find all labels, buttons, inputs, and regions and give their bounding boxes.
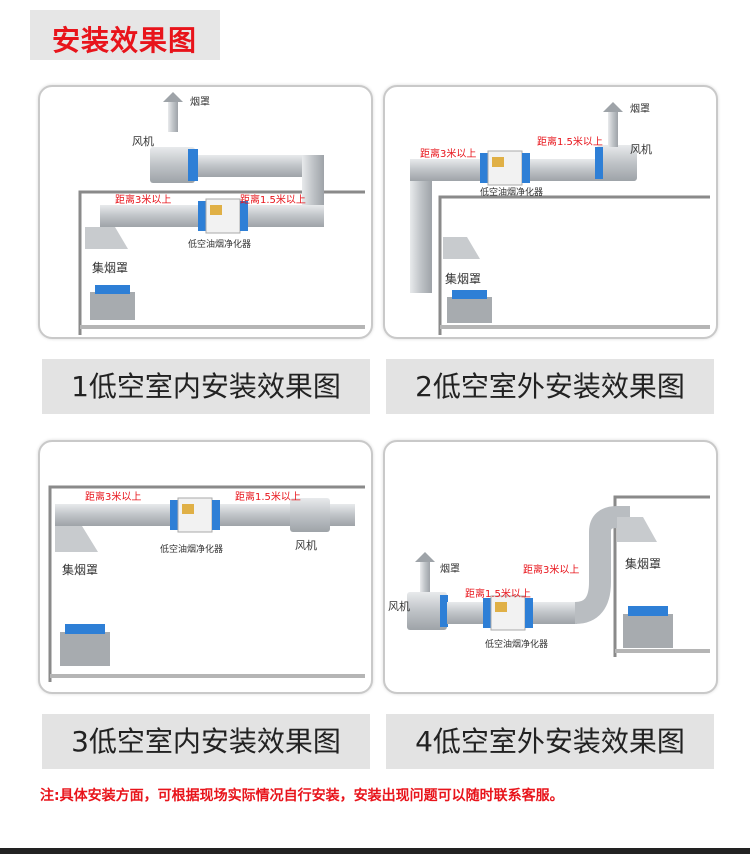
caption-3-text: 3低空室内安装效果图: [71, 725, 341, 758]
purifier-box: [177, 497, 213, 533]
caption-4-text: 4低空室外安装效果图: [415, 725, 685, 758]
duct-rise: [574, 506, 630, 624]
filter-left: [480, 153, 488, 183]
diagram-panel-2: 风机 烟罩 距离3米以上 距离1.5米以上 低空油烟净化器 集烟罩: [383, 85, 718, 339]
label-purifier: 低空油烟净化器: [480, 186, 543, 198]
fan-blue: [440, 595, 448, 627]
diagram-1-svg: 烟罩 风机 距离3米以上 距离1.5米以上 低空油烟净化器 集烟罩: [78, 92, 365, 335]
label-dist-b: 距离1.5米以上: [240, 193, 306, 206]
filter-left: [483, 598, 491, 628]
label-dist-b: 距离1.5米以上: [465, 587, 531, 600]
label-purifier: 低空油烟净化器: [160, 543, 223, 555]
duct-vertical: [410, 163, 432, 293]
label-collector: 集烟罩: [625, 556, 661, 571]
chimney-duct: [420, 562, 430, 592]
fan-body: [150, 147, 195, 183]
diagram-3-svg: 风机 距离3米以上 距离1.5米以上 低空油烟净化器 集烟罩: [48, 485, 365, 682]
wall-line: [438, 195, 710, 335]
filter-left: [170, 500, 178, 530]
stove-top: [452, 290, 487, 299]
label-dist-a: 距离3米以上: [420, 147, 476, 160]
fan-body: [407, 592, 447, 630]
caption-2-text: 2低空室外安装效果图: [415, 370, 685, 403]
purifier-box: [205, 198, 241, 234]
label-collector: 集烟罩: [445, 271, 481, 286]
filter-left: [198, 201, 206, 231]
fan-blue: [595, 147, 603, 179]
floor-line: [80, 325, 365, 329]
label-fan: 风机: [295, 538, 317, 552]
caption-1-text: 1低空室内安装效果图: [71, 370, 341, 403]
duct-top-left: [410, 159, 490, 181]
purifier-box: [490, 595, 526, 631]
purifier-panel: [495, 602, 507, 612]
label-hood-top: 烟罩: [630, 102, 650, 115]
stove-base: [447, 297, 492, 323]
page-title: 安装效果图: [52, 24, 198, 57]
label-collector: 集烟罩: [62, 562, 98, 577]
floor-line: [615, 649, 710, 653]
stove-base: [60, 632, 110, 666]
fan-body: [597, 145, 637, 181]
collector-hood: [85, 227, 128, 249]
footer-note: 注:具体安装方面，可根据现场实际情况自行安装，安装出现问题可以随时联系客服。: [40, 788, 564, 804]
purifier-panel: [492, 157, 504, 167]
diagram-2-svg: 风机 烟罩 距离3米以上 距离1.5米以上 低空油烟净化器 集烟罩: [410, 102, 710, 335]
label-fan: 风机: [630, 142, 652, 156]
filter-right: [240, 201, 248, 231]
header-title-box: 安装效果图: [30, 10, 220, 60]
caption-2: 2低空室外安装效果图: [386, 359, 714, 414]
stove-base: [90, 292, 135, 320]
floor-line: [50, 674, 365, 678]
label-dist-b: 距离1.5米以上: [537, 135, 603, 148]
chimney-cap: [163, 92, 183, 102]
label-dist-b: 距离1.5米以上: [235, 490, 301, 503]
label-dist-a: 距离3米以上: [523, 563, 579, 576]
caption-3: 3低空室内安装效果图: [42, 714, 370, 769]
label-purifier: 低空油烟净化器: [188, 238, 251, 250]
wall-line: [78, 190, 365, 335]
fan-blue: [188, 149, 198, 181]
collector-hood: [617, 517, 657, 542]
label-dist-a: 距离3米以上: [115, 193, 171, 206]
chimney-duct: [168, 102, 178, 132]
chimney-duct: [608, 112, 618, 147]
diagram-panel-1: 烟罩 风机 距离3米以上 距离1.5米以上 低空油烟净化器 集烟罩: [38, 85, 373, 339]
bottom-divider: [0, 848, 750, 854]
label-purifier: 低空油烟净化器: [485, 638, 548, 650]
diagram-panel-4: 烟罩 风机 距离1.5米以上 距离3米以上 低空油烟净化器 集烟罩: [383, 440, 718, 694]
label-dist-a: 距离3米以上: [85, 490, 141, 503]
wall-line: [613, 495, 710, 657]
wall-line: [48, 485, 365, 682]
label-fan: 风机: [388, 599, 410, 613]
stove-top: [65, 624, 105, 634]
label-hood-top: 烟罩: [190, 95, 210, 108]
purifier-panel: [210, 205, 222, 215]
purifier-box: [487, 150, 523, 186]
filter-right: [212, 500, 220, 530]
chimney-cap: [415, 552, 435, 562]
filter-right: [525, 598, 533, 628]
caption-1: 1低空室内安装效果图: [42, 359, 370, 414]
label-fan: 风机: [132, 134, 154, 148]
stove-top: [628, 606, 668, 616]
filter-right: [522, 153, 530, 183]
collector-hood: [443, 237, 480, 259]
stove-base: [623, 614, 673, 648]
diagram-panel-3: 风机 距离3米以上 距离1.5米以上 低空油烟净化器 集烟罩: [38, 440, 373, 694]
floor-line: [440, 325, 710, 329]
fan-body: [290, 498, 330, 532]
label-collector: 集烟罩: [92, 260, 128, 275]
duct-top: [198, 155, 318, 177]
label-hood-top: 烟罩: [440, 562, 460, 575]
diagram-4-svg: 烟罩 风机 距离1.5米以上 距离3米以上 低空油烟净化器 集烟罩: [388, 495, 710, 657]
purifier-panel: [182, 504, 194, 514]
collector-hood: [55, 526, 98, 552]
stove-top: [95, 285, 130, 294]
chimney-cap: [603, 102, 623, 112]
caption-4: 4低空室外安装效果图: [386, 714, 714, 769]
